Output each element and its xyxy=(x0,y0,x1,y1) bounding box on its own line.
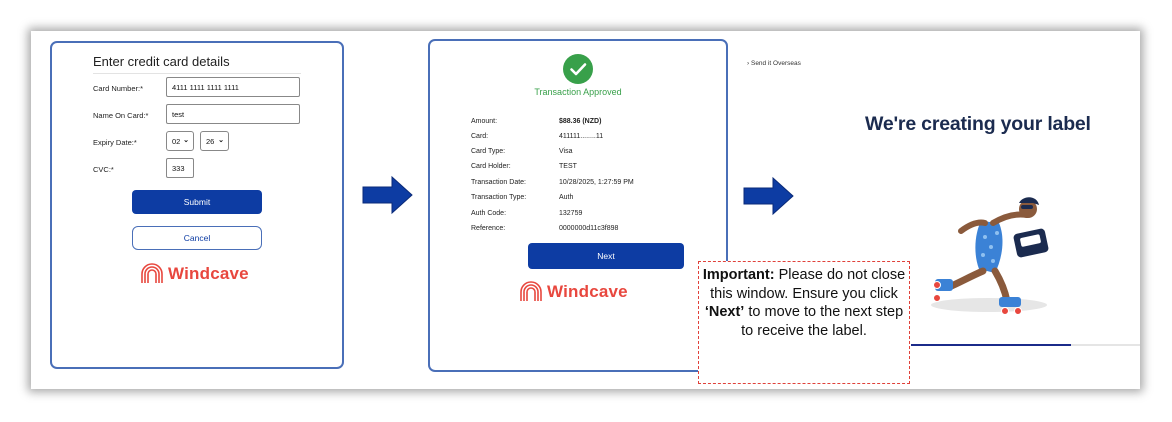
detail-value-transaction-type: Auth xyxy=(559,194,574,201)
detail-label: Card Holder: xyxy=(471,163,511,170)
roller-skater-illustration xyxy=(931,197,1049,315)
expiry-month-select[interactable]: 02 ⌄ xyxy=(166,131,194,151)
expiry-year-select[interactable]: 26 ⌄ xyxy=(200,131,229,151)
form-divider xyxy=(93,73,301,74)
windcave-logo-icon xyxy=(520,281,542,303)
cvc-label: CVC:* xyxy=(93,165,114,174)
detail-value-auth-code: 132759 xyxy=(559,210,583,217)
transaction-status: Transaction Approved xyxy=(534,87,622,97)
windcave-logo: Windcave xyxy=(141,263,249,285)
detail-label: Transaction Date: xyxy=(471,179,526,186)
detail-value-reference: 0000000d11c3f898 xyxy=(559,225,619,232)
detail-value-card: 411111........11 xyxy=(559,133,604,140)
important-callout: Important: Please do not close this wind… xyxy=(698,261,910,384)
progress-bar xyxy=(911,344,1140,346)
detail-label: Transaction Type: xyxy=(471,194,527,201)
callout-text-end: to move to the next step to receive the … xyxy=(741,304,904,339)
detail-label: Auth Code: xyxy=(471,210,507,217)
card-number-input[interactable]: 4111 1111 1111 1111 xyxy=(166,77,300,97)
detail-label: Amount: xyxy=(471,118,498,125)
next-button[interactable]: Next xyxy=(528,243,684,269)
windcave-logo-text: Windcave xyxy=(547,282,628,301)
callout-text: Please do not close this window. Ensure … xyxy=(710,267,906,302)
callout-important: Important: xyxy=(702,267,775,283)
cancel-button[interactable]: Cancel xyxy=(132,226,262,250)
arrow-right-icon xyxy=(743,176,794,216)
breadcrumb-item: Send it Overseas xyxy=(750,60,801,67)
detail-value-card-holder: TEST xyxy=(559,163,577,170)
progress-bar-fill xyxy=(911,344,1072,346)
expiry-month-value: 02 xyxy=(172,137,181,146)
card-number-label: Card Number:* xyxy=(93,84,144,93)
screenshot-canvas: Enter credit card details Card Number:* … xyxy=(31,31,1140,389)
detail-label: Reference: xyxy=(471,225,506,232)
arrow-right-icon xyxy=(362,175,413,215)
name-on-card-input[interactable]: test xyxy=(166,104,300,124)
windcave-logo-icon xyxy=(141,263,163,285)
breadcrumb[interactable]: › Send it Overseas xyxy=(747,60,801,67)
windcave-logo: Windcave xyxy=(520,281,628,303)
expiry-date-label: Expiry Date:* xyxy=(93,138,137,147)
callout-next: ‘Next’ xyxy=(704,304,745,320)
form-title: Enter credit card details xyxy=(93,54,230,69)
detail-value-card-type: Visa xyxy=(559,148,573,155)
transaction-approved-panel: Transaction Approved Amount: $88.36 (NZD… xyxy=(428,39,728,372)
submit-button[interactable]: Submit xyxy=(132,190,262,214)
windcave-logo-text: Windcave xyxy=(168,264,249,283)
detail-value-transaction-date: 10/28/2025, 1:27:59 PM xyxy=(559,179,634,186)
chevron-down-icon: ⌄ xyxy=(218,137,224,144)
chevron-down-icon: ⌄ xyxy=(183,137,189,144)
page-heading: We're creating your label xyxy=(865,113,1091,135)
expiry-year-value: 26 xyxy=(206,137,215,146)
detail-label: Card: xyxy=(471,133,489,140)
chevron-right-icon: › xyxy=(747,60,750,67)
card-details-panel: Enter credit card details Card Number:* … xyxy=(50,41,344,369)
name-on-card-label: Name On Card:* xyxy=(93,111,149,120)
detail-value-amount: $88.36 (NZD) xyxy=(559,118,602,125)
detail-label: Card Type: xyxy=(471,148,506,155)
cvc-input[interactable]: 333 xyxy=(166,158,194,178)
check-circle-icon xyxy=(563,54,593,84)
